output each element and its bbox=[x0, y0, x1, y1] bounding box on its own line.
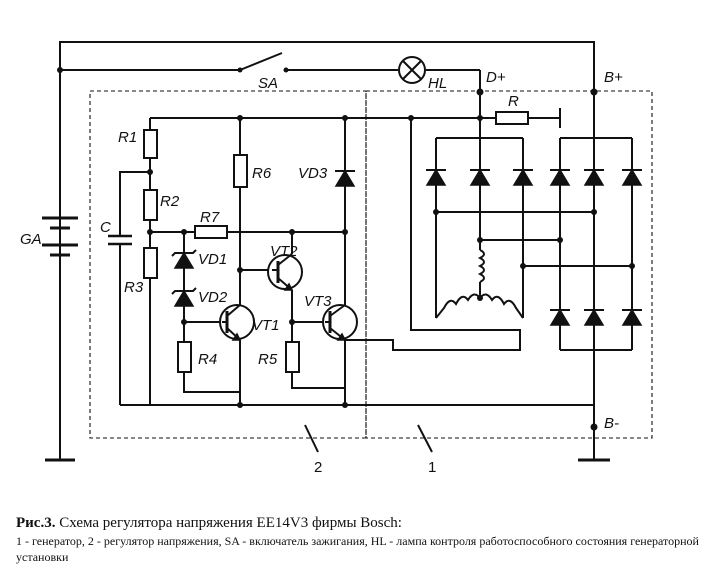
resistor-r3 bbox=[143, 247, 158, 279]
transistor-vt1 bbox=[219, 304, 255, 405]
caption-legend: 1 - генератор, 2 - регулятор напряжения,… bbox=[16, 534, 699, 564]
label-ga: GA bbox=[20, 231, 42, 248]
ignition-circuit bbox=[57, 41, 595, 280]
label-vd2: VD2 bbox=[198, 289, 228, 306]
label-r5: R5 bbox=[258, 351, 278, 368]
label-c: C bbox=[100, 219, 111, 236]
label-r1: R1 bbox=[118, 129, 137, 146]
label-block-2: 2 bbox=[314, 459, 322, 476]
label-vt1: VT1 bbox=[252, 317, 280, 334]
label-vt2: VT2 bbox=[270, 243, 298, 260]
label-b-minus: B- bbox=[604, 415, 619, 432]
switch-sa bbox=[237, 67, 289, 73]
zener-vd2 bbox=[171, 287, 197, 307]
label-block-1: 1 bbox=[428, 459, 436, 476]
diode-bridge-left bbox=[425, 92, 534, 318]
diode-vd3 bbox=[334, 169, 356, 187]
generator-block-outline bbox=[365, 90, 653, 439]
resistor-r6 bbox=[233, 154, 248, 188]
stator-windings bbox=[435, 240, 524, 319]
zener-vd1 bbox=[171, 249, 197, 269]
circuit-schematic: SA HL D+ B+ B- GA C R R1 R2 R3 R4 R5 R6 … bbox=[20, 41, 653, 476]
label-vt3: VT3 bbox=[304, 293, 332, 310]
resistor-r7 bbox=[194, 225, 228, 239]
resistor-r1 bbox=[143, 129, 158, 159]
battery-ga bbox=[42, 216, 78, 460]
label-d-plus: D+ bbox=[486, 69, 506, 86]
label-r2: R2 bbox=[160, 193, 180, 210]
caption-title-text: Схема регулятора напряжения EE14V3 фирмы… bbox=[59, 515, 402, 531]
label-r4: R4 bbox=[198, 351, 217, 368]
label-b-plus: B+ bbox=[604, 69, 623, 86]
resistor-r5 bbox=[285, 341, 300, 373]
diode-bridge-right bbox=[549, 92, 643, 462]
label-vd1: VD1 bbox=[198, 251, 227, 268]
transistor-vt2 bbox=[267, 232, 303, 322]
transistor-vt3 bbox=[322, 304, 358, 341]
label-vd3: VD3 bbox=[298, 165, 328, 182]
label-sa: SA bbox=[258, 75, 278, 92]
capacitor-c bbox=[108, 171, 150, 405]
label-r3: R3 bbox=[124, 279, 144, 296]
label-r: R bbox=[508, 93, 519, 110]
phase-connections bbox=[433, 209, 635, 269]
lamp-hl bbox=[398, 56, 426, 84]
label-r6: R6 bbox=[252, 165, 272, 182]
label-r7: R7 bbox=[200, 209, 220, 226]
label-hl: HL bbox=[428, 75, 447, 92]
resistor-r4 bbox=[177, 341, 192, 373]
resistor-r bbox=[495, 111, 529, 125]
field-winding-link bbox=[345, 118, 521, 351]
caption-title: Рис.3. Схема регулятора напряжения EE14V… bbox=[16, 514, 706, 533]
caption-prefix: Рис.3. bbox=[16, 515, 56, 531]
figure-caption: Рис.3. Схема регулятора напряжения EE14V… bbox=[16, 514, 706, 565]
resistor-r2 bbox=[143, 189, 158, 221]
